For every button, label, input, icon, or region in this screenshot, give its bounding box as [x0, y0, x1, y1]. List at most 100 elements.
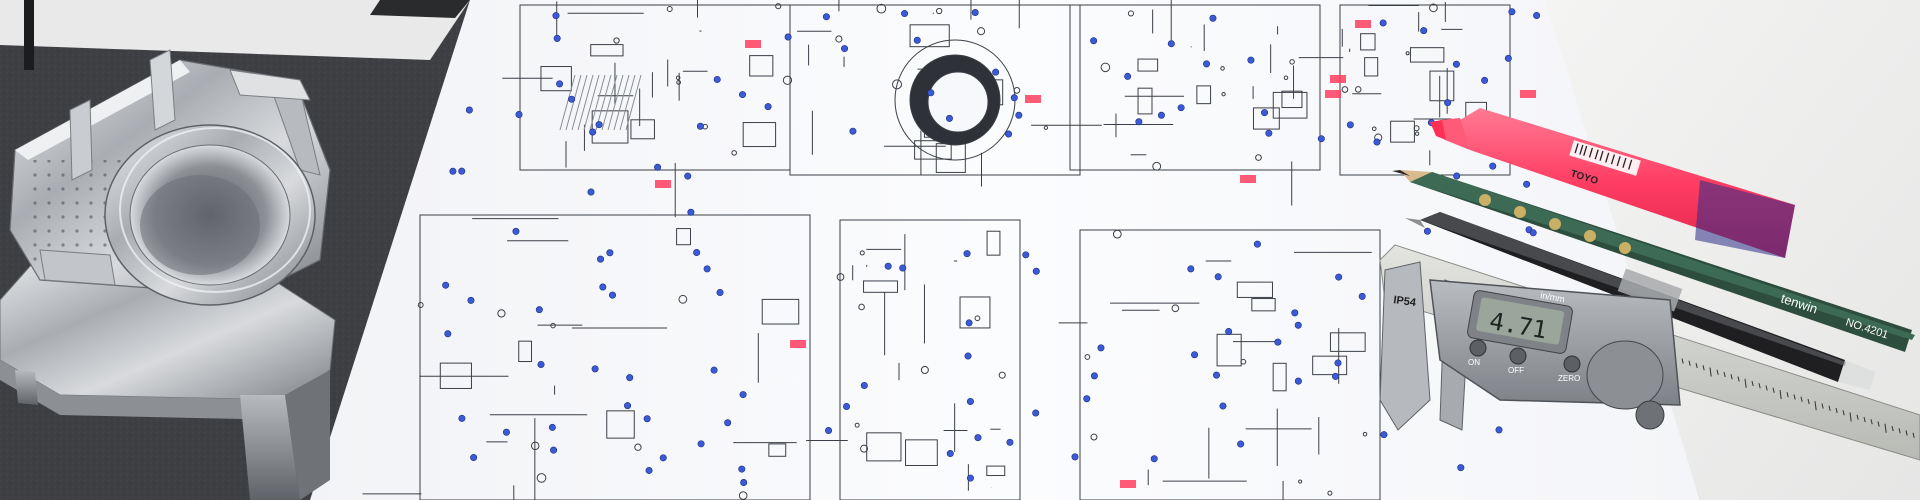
drawing-feature [630, 119, 655, 140]
ruler-tick [1800, 396, 1803, 402]
drawing-feature [1281, 90, 1303, 109]
drawing-feature [768, 443, 787, 457]
inspection-balloon [599, 283, 607, 291]
ruler-tick [1877, 421, 1880, 427]
drawing-hole [1221, 92, 1226, 97]
ruler-tick [1807, 398, 1810, 405]
drawing-hole [1283, 75, 1289, 81]
inspection-balloon [1504, 54, 1512, 62]
drawing-hole [1255, 154, 1262, 161]
inspection-balloon [1331, 372, 1339, 380]
inspection-balloon [1237, 440, 1245, 448]
drawing-feature [863, 280, 899, 293]
drawing-hole [860, 444, 869, 453]
ruler-tick [1842, 410, 1845, 416]
ruler-tick [1828, 405, 1831, 411]
inspection-balloon [1225, 327, 1233, 335]
drawing-hole [1127, 10, 1134, 17]
view-outline [1069, 4, 1321, 171]
caliper-zero-button[interactable] [1563, 355, 1581, 373]
drawing-feature [909, 24, 950, 48]
inspection-balloon [1213, 371, 1221, 379]
inspection-balloon [1005, 130, 1013, 138]
hatch-line [571, 74, 588, 131]
inspection-balloon [1090, 37, 1098, 45]
drawing-feature [1251, 298, 1276, 312]
inspection-balloon [945, 114, 953, 122]
drawing-feature [1196, 85, 1212, 105]
red-markup-tag [1240, 175, 1256, 183]
inspection-balloon [971, 8, 979, 16]
drawing-hole [892, 79, 902, 90]
inspection-balloon [550, 446, 558, 454]
hatch-line [625, 74, 642, 131]
hatch-line [619, 74, 636, 131]
drawing-hole [1090, 433, 1098, 441]
inspection-balloon [1006, 438, 1014, 446]
drawing-hole [1354, 86, 1362, 93]
inspection-balloon [548, 423, 556, 431]
thumb-wheel[interactable] [1635, 400, 1665, 430]
caliper-unit-label: in/mm [1540, 290, 1566, 304]
inspection-balloon [1420, 27, 1428, 35]
inspection-balloon [841, 45, 849, 53]
ruler-tick [1681, 358, 1684, 364]
drawing-feature [1272, 362, 1287, 392]
hatch-line [613, 74, 630, 131]
caliper-off-button[interactable] [1509, 347, 1527, 365]
inspection-balloon [1495, 426, 1503, 434]
inspection-balloon [1261, 109, 1269, 117]
inspection-balloon [740, 478, 748, 486]
inspection-balloon [643, 415, 651, 423]
inspection-balloon [589, 128, 597, 136]
drawing-feature [986, 230, 1001, 256]
drawing-feature [606, 410, 635, 439]
drawing-hole [977, 27, 986, 36]
drawing-hole [1371, 126, 1377, 132]
drawing-hole [676, 80, 681, 85]
inspection-balloon [1247, 56, 1255, 64]
drawing-hole [1100, 62, 1111, 73]
ruler-tick [1898, 428, 1901, 434]
drawing-hole [836, 273, 845, 281]
inspection-balloon [1083, 395, 1091, 403]
inspection-balloon [1481, 76, 1489, 84]
drawing-feature [1329, 332, 1366, 352]
inspection-balloon [449, 167, 457, 175]
caliper-lcd [1476, 297, 1565, 345]
digital-caliper: 4.71 in/mm IP54 ON OFF ZERO [1379, 261, 1681, 431]
inspection-balloon [1317, 135, 1325, 143]
caliper-on-button[interactable] [1469, 339, 1487, 357]
inspection-balloon [1157, 111, 1165, 119]
drawing-hole [1112, 229, 1122, 239]
inspection-balloon [512, 227, 520, 235]
back-wall [0, 0, 470, 60]
inspection-balloon [1090, 372, 1098, 380]
drawing-hole [1298, 479, 1303, 484]
ruler-tick [1821, 403, 1824, 409]
drawing-hole [854, 422, 860, 428]
drawing-feature [439, 362, 472, 389]
inspection-balloon [899, 264, 907, 272]
view-outline [839, 219, 1021, 500]
inspection-balloon [537, 360, 545, 368]
highlighter: TOYO [1430, 108, 1795, 258]
drawing-hole [1043, 125, 1049, 130]
inspection-balloon [1219, 402, 1227, 410]
drawing-feature [914, 140, 952, 160]
inspection-balloon [927, 89, 935, 97]
hatch-line [565, 74, 582, 131]
inspection-balloon [1533, 11, 1541, 19]
inspection-balloon [822, 13, 830, 21]
ruler-tick [1730, 374, 1733, 380]
inspection-balloon [606, 249, 614, 257]
drawing-hole [1240, 358, 1247, 365]
red-markup-tag [1355, 20, 1371, 28]
inspection-balloon [966, 398, 974, 406]
hatch-line [607, 74, 624, 131]
drawing-hole [1220, 66, 1225, 71]
drawing-feature [540, 66, 572, 92]
inspection-balloon [764, 103, 772, 111]
drawing-hole [1429, 3, 1438, 13]
